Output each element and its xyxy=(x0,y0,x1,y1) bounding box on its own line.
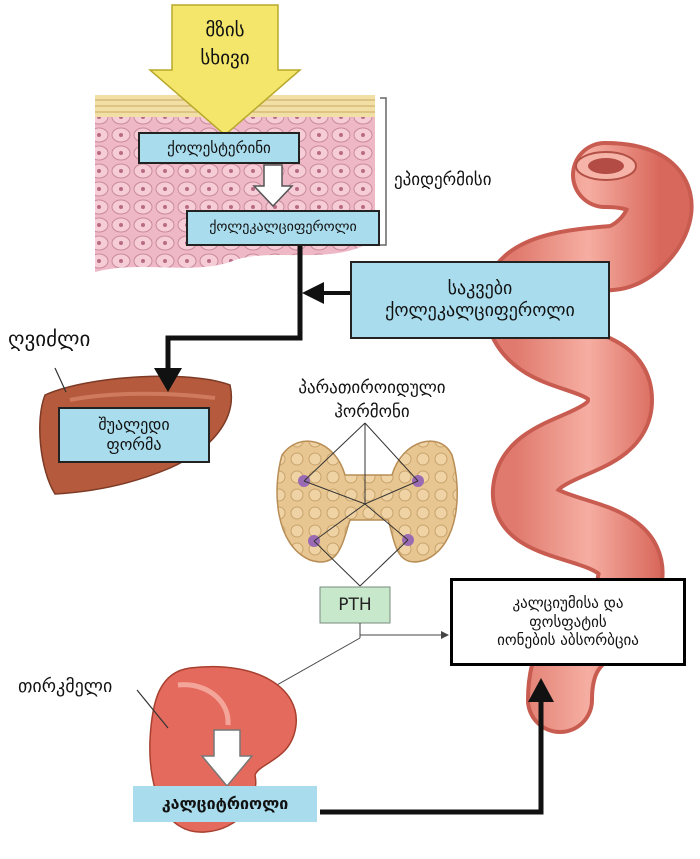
thyroid-gland xyxy=(277,441,457,562)
parathyroid-line2: ჰორმონი xyxy=(272,400,472,424)
absorption-line1: კალციუმისა და xyxy=(512,594,623,613)
absorption-line3: იონების აბსორბცია xyxy=(497,631,639,650)
parathyroid-hormone-label: პარათიროიდული ჰორმონი xyxy=(272,376,472,424)
liver-pointer xyxy=(55,368,66,392)
calcitriol-box: კალციტრიოლი xyxy=(133,786,317,822)
epidermis-bracket xyxy=(380,98,386,245)
absorption-line2: ფოსფატის xyxy=(529,613,606,632)
kidney-label: თირკმელი xyxy=(18,676,112,697)
absorption-box: კალციუმისა და ფოსფატის იონების აბსორბცია xyxy=(450,578,686,666)
epidermis-label: ეპიდერმისი xyxy=(394,170,492,190)
sun-rays-line2: სხივი xyxy=(172,44,278,72)
sun-rays-line1: მზის xyxy=(172,16,278,44)
dietary-cholecalciferol-box: საკვები ქოლეკალციფეროლი xyxy=(350,261,610,339)
intermediate-form-line1: შუალედი xyxy=(98,415,169,435)
food-line1: საკვები xyxy=(448,278,513,301)
intermediate-form-line2: ფორმა xyxy=(107,435,162,455)
sun-rays-label: მზის სხივი xyxy=(172,16,278,72)
intermediate-form-box: შუალედი ფორმა xyxy=(58,407,210,463)
parathyroid-line1: პარათიროიდული xyxy=(272,376,472,400)
liver-label: ღვიძლი xyxy=(8,327,90,351)
food-line2: ქოლეკალციფეროლი xyxy=(385,300,575,323)
cholesterol-box: ქოლესტერინი xyxy=(138,132,300,164)
cholecalciferol-skin-box: ქოლეკალციფეროლი xyxy=(186,210,380,246)
pth-label: PTH xyxy=(320,595,390,615)
pathway-calcitriol-to-absorption xyxy=(320,702,541,812)
arrowhead-food xyxy=(302,282,324,304)
